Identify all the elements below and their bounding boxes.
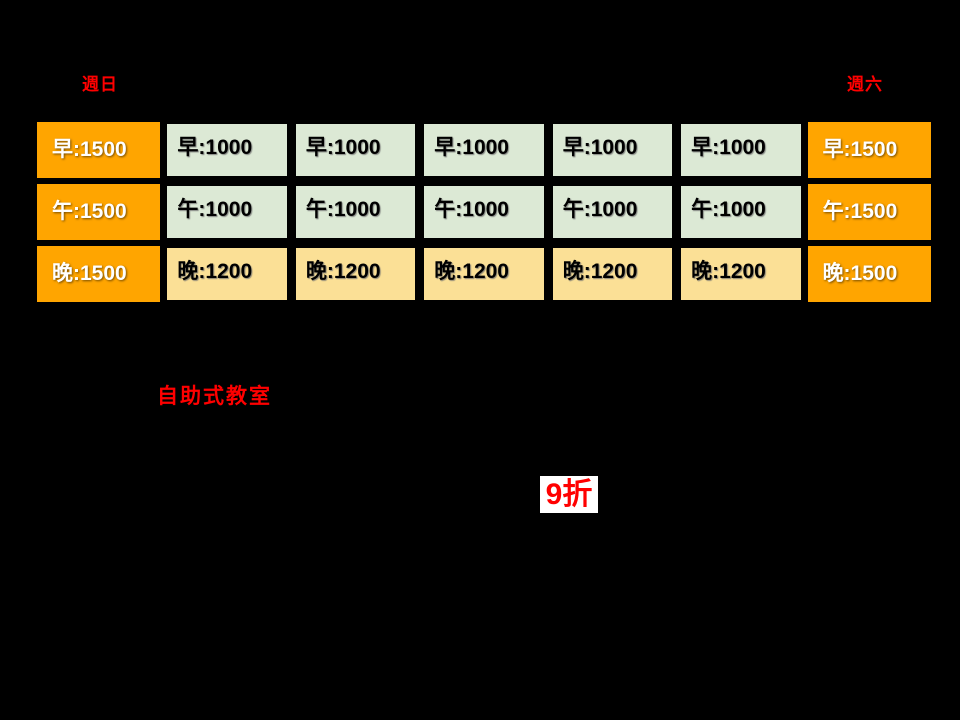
price-table: 早:1500 早:1000 早:1000 早:1000 早:1000 早:100… (37, 122, 931, 302)
price-cell-wed-noon: 午:1000 (422, 184, 546, 240)
sunday-label: 週日 (82, 75, 118, 94)
price-cell-tue-noon: 午:1000 (293, 184, 418, 240)
price-cell-thu-evening: 晚:1200 (550, 246, 675, 302)
price-cell-tue-morning: 早:1000 (293, 122, 418, 178)
price-cell-fri-noon: 午:1000 (679, 184, 803, 240)
discount-label: 9折 (545, 478, 593, 511)
price-cell-mon-noon: 午:1000 (165, 184, 289, 240)
self-service-classroom-label: 自助式教室 (157, 385, 272, 408)
price-cell-sun-evening: 晚:1500 (37, 246, 161, 302)
price-cell-sun-noon: 午:1500 (37, 184, 161, 240)
price-cell-thu-morning: 早:1000 (550, 122, 675, 178)
price-cell-mon-evening: 晚:1200 (165, 246, 289, 302)
price-cell-thu-noon: 午:1000 (550, 184, 675, 240)
price-cell-tue-evening: 晚:1200 (293, 246, 418, 302)
price-cell-mon-morning: 早:1000 (165, 122, 289, 178)
price-cell-sat-noon: 午:1500 (807, 184, 931, 240)
discount-highlight-box: 9折 (540, 476, 598, 513)
price-cell-fri-morning: 早:1000 (679, 122, 803, 178)
saturday-label: 週六 (847, 75, 883, 94)
price-cell-sat-morning: 早:1500 (807, 122, 931, 178)
price-cell-wed-morning: 早:1000 (422, 122, 546, 178)
price-cell-sat-evening: 晚:1500 (807, 246, 931, 302)
price-cell-wed-evening: 晚:1200 (422, 246, 546, 302)
price-cell-sun-morning: 早:1500 (37, 122, 161, 178)
price-cell-fri-evening: 晚:1200 (679, 246, 803, 302)
